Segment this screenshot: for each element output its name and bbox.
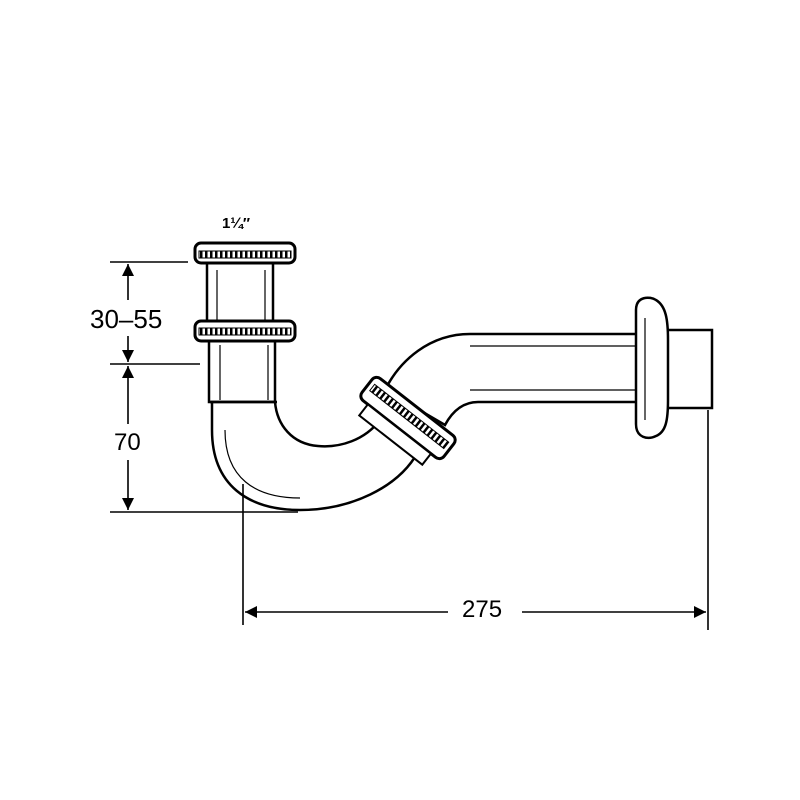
pipe-size-label: 1¼″ (222, 215, 251, 232)
height-dimension-label: 70 (114, 429, 141, 456)
dimension-lines (110, 261, 709, 630)
outlet-arm (383, 332, 642, 427)
trap-pipe (205, 260, 642, 512)
wall-sleeve (663, 328, 714, 410)
inlet-tube-lower (207, 336, 277, 404)
adjustment-range-label: 30–55 (90, 304, 163, 334)
top-nut-ring (193, 241, 297, 265)
width-dimension-label: 275 (456, 598, 509, 622)
middle-nut-ring (193, 319, 297, 343)
tube-shading (210, 270, 635, 499)
union-nut (357, 375, 457, 467)
wall-flange (634, 296, 714, 440)
rosette (634, 296, 670, 440)
u-bend (210, 400, 420, 512)
